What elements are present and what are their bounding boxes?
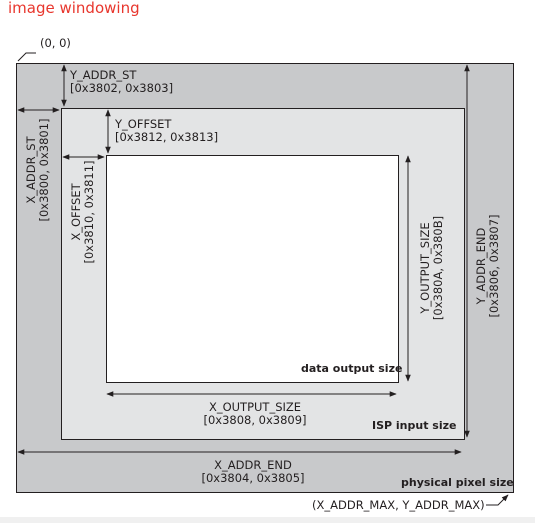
y-addr-st-label: Y_ADDR_ST [0x3802, 0x3803]	[70, 69, 173, 95]
figure-title: image windowing	[8, 0, 140, 17]
origin-label: (0, 0)	[40, 36, 71, 50]
x-addr-st-label: X_ADDR_ST [0x3800, 0x3801]	[24, 118, 51, 222]
y-addr-end-regs: [0x3806, 0x3807]	[487, 214, 501, 318]
x-addr-st-regs: [0x3800, 0x3801]	[37, 118, 51, 222]
x-addr-end-label: X_ADDR_END [0x3804, 0x3805]	[198, 459, 308, 485]
data-output-area	[106, 155, 399, 383]
isp-input-size-label: ISP input size	[372, 419, 457, 432]
x-offset-regs: [0x3810, 0x3811]	[82, 160, 96, 264]
x-addr-end-regs: [0x3804, 0x3805]	[201, 471, 305, 485]
y-output-size-label: Y_OUTPUT_SIZE [0x380A, 0x380B]	[418, 215, 445, 321]
x-output-size-label: X_OUTPUT_SIZE [0x3808, 0x3809]	[200, 401, 310, 427]
y-offset-label: Y_OFFSET [0x3812, 0x3813]	[115, 118, 218, 144]
data-output-size-label: data output size	[301, 362, 403, 375]
origin-leader-line	[17, 52, 36, 62]
y-addr-st-name: Y_ADDR_ST	[70, 68, 137, 82]
y-offset-name: Y_OFFSET	[115, 117, 172, 131]
x-offset-label: X_OFFSET [0x3810, 0x3811]	[69, 160, 96, 264]
max-corner-leader-line	[486, 494, 509, 506]
y-addr-end-label: Y_ADDR_END [0x3806, 0x3807]	[474, 214, 501, 318]
x-output-size-regs: [0x3808, 0x3809]	[203, 413, 307, 427]
y-offset-regs: [0x3812, 0x3813]	[115, 130, 219, 144]
max-corner-label: (X_ADDR_MAX, Y_ADDR_MAX)	[312, 498, 485, 512]
x-output-size-name: X_OUTPUT_SIZE	[208, 400, 302, 414]
y-addr-st-regs: [0x3802, 0x3803]	[70, 81, 174, 95]
page-bottom-strip	[0, 517, 535, 523]
physical-pixel-size-label: physical pixel size	[401, 476, 514, 489]
x-addr-end-name: X_ADDR_END	[214, 458, 292, 472]
y-output-size-regs: [0x380A, 0x380B]	[431, 215, 445, 321]
